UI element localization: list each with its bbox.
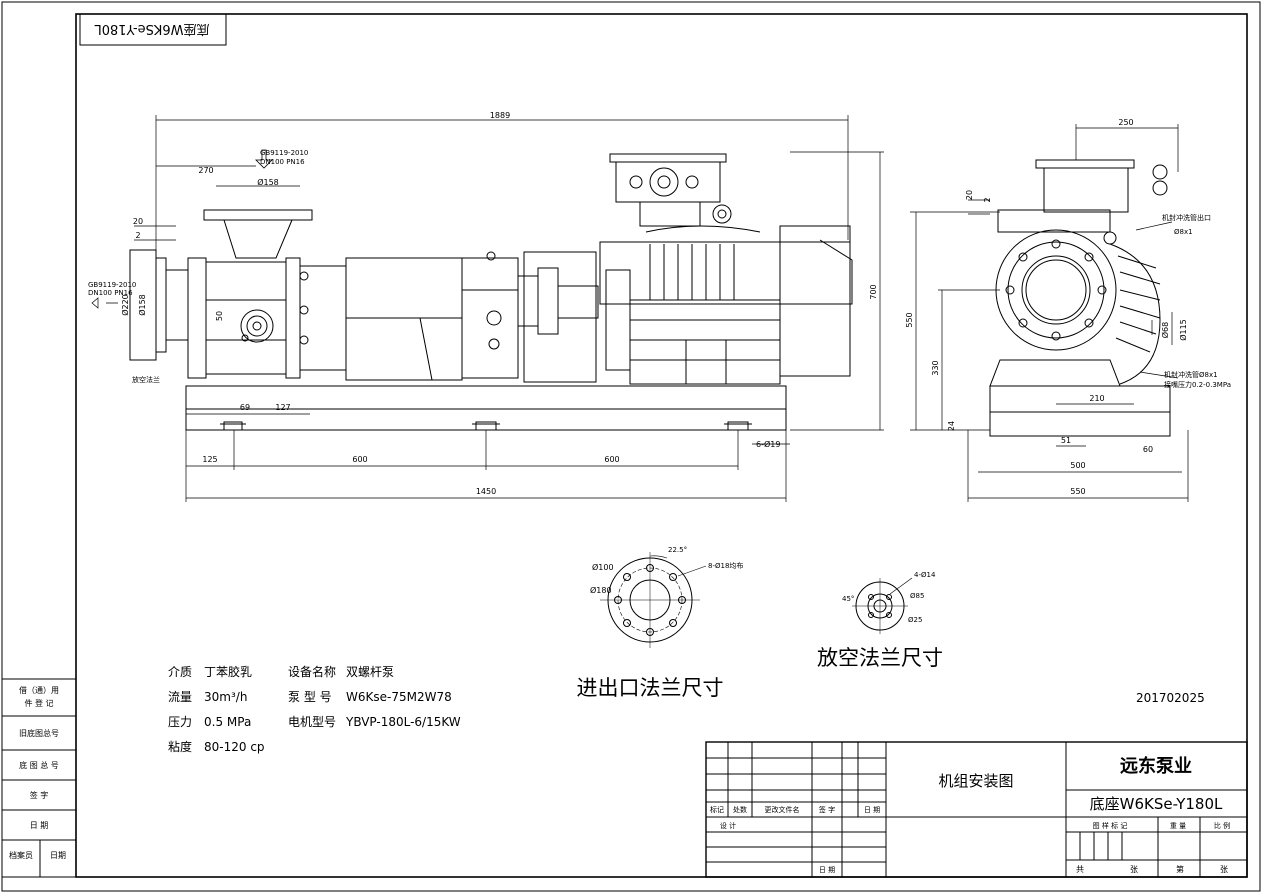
side-dim-500: 500: [1070, 461, 1085, 470]
strip-r3: 底 图 总 号: [19, 760, 59, 770]
side-dim-550: 550: [905, 312, 914, 327]
dim-220: Ø220: [120, 294, 130, 316]
dim-600-b: 600: [604, 455, 619, 464]
dim-600-a: 600: [352, 455, 367, 464]
dim-69: 69: [240, 403, 250, 412]
side-view: [910, 124, 1189, 502]
dim-158-side: Ø158: [137, 294, 147, 316]
vent-bolts: 4-Ø14: [914, 571, 936, 579]
strip-r4: 签 字: [30, 790, 49, 800]
sheet-unit2: 张: [1220, 865, 1228, 874]
vent-d85: Ø85: [910, 592, 924, 600]
spec-k2-1: 泵 型 号: [288, 690, 332, 704]
side-dim-115: Ø115: [1178, 319, 1188, 341]
side-dim-24: 24: [947, 421, 956, 431]
dim-total-length: 1889: [490, 111, 510, 120]
left-strip: [1, 678, 77, 878]
side-dim-550b: 550: [1070, 487, 1085, 496]
flange-d100: Ø100: [592, 562, 614, 572]
spec-v2-1: W6Kse-75M2W78: [346, 690, 452, 704]
dim-20: 20: [133, 217, 143, 226]
vent-angle: 45°: [842, 595, 854, 603]
drawing-name: 机组安装图: [938, 772, 1013, 790]
design-label: 设 计: [720, 821, 736, 830]
dim-50: 50: [215, 311, 224, 321]
flange-angle: 22.5°: [668, 546, 687, 554]
spec-v2-0: 双螺杆泵: [346, 665, 394, 679]
side-dim-330: 330: [931, 360, 940, 375]
sheet-num: 第: [1176, 864, 1184, 874]
note-mech-top-size: Ø8x1: [1174, 228, 1193, 236]
spec-k1-3: 粘度: [168, 739, 192, 754]
corner-stamp: 底座W6KSe-Y180L: [79, 13, 227, 46]
company-name: 远东泵业: [1120, 755, 1192, 777]
side-note-2: DN100 PN16: [88, 289, 133, 297]
note-mech-top: 机封冲洗管出口: [1162, 213, 1211, 222]
dim-700: 700: [869, 284, 878, 299]
spec-v1-2: 0.5 MPa: [204, 715, 251, 729]
vent-d25: Ø25: [908, 616, 922, 624]
dim-127: 127: [275, 403, 290, 412]
side-dim-250: 250: [1118, 118, 1133, 127]
date-code: 201702025: [1136, 691, 1205, 705]
dim-158-top: Ø158: [257, 177, 279, 187]
strip-r1b: 件 登 记: [24, 698, 53, 708]
vent-flange-detail: [852, 577, 913, 634]
spec-k1-2: 压力: [168, 715, 192, 729]
side-dim-68: Ø68: [1160, 322, 1170, 338]
corner-stamp-text: 底座W6KSe-Y180L: [94, 21, 210, 37]
rev-col-1: 处数: [733, 805, 747, 814]
inlet-note-1: GB9119-2010: [260, 149, 308, 157]
drawing-number: 底座W6KSe-Y180L: [1090, 795, 1223, 813]
sheet-total: 共: [1076, 865, 1084, 874]
note-mech-in: 机封冲洗管Ø8x1: [1164, 370, 1218, 379]
stage-col-1: 重 量: [1170, 822, 1186, 830]
spec-v1-1: 30m³/h: [204, 690, 247, 704]
strip-r6a: 档案员: [9, 850, 33, 860]
sheet-unit: 张: [1130, 865, 1138, 874]
spec-k1-0: 介质: [168, 665, 192, 679]
spec-table: 介质 丁苯胶乳 设备名称 双螺杆泵 流量 30m³/h 泵 型 号 W6Kse-…: [168, 664, 461, 754]
flange-bolts: 8-Ø18均布: [708, 561, 743, 570]
rev-col-3: 签 字: [819, 805, 835, 814]
side-dim-2: 2: [983, 197, 992, 202]
date-label: 日 期: [819, 866, 835, 874]
side-dim-20: 20: [965, 190, 974, 200]
dim-2: 2: [135, 231, 140, 240]
vent-flange-label: 放空法兰: [132, 375, 160, 384]
strip-r5: 日 期: [30, 821, 49, 830]
dim-1450: 1450: [476, 487, 496, 496]
side-dim-60: 60: [1143, 445, 1153, 454]
dim-270: 270: [198, 166, 213, 175]
inlet-note-2: DN100 PN16: [260, 158, 305, 166]
flange-d180: Ø180: [590, 585, 612, 595]
inlet-flange-detail: [600, 552, 707, 648]
spec-v1-0: 丁苯胶乳: [204, 664, 252, 679]
side-note-1: GB9119-2010: [88, 281, 136, 289]
vent-flange-caption: 放空法兰尺寸: [817, 646, 943, 670]
strip-r2: 旧底图总号: [19, 728, 59, 738]
side-dim-51: 51: [1061, 436, 1071, 445]
stage-col-0: 图 样 标 记: [1093, 821, 1128, 830]
stage-col-2: 比 例: [1214, 821, 1230, 830]
strip-r1a: 借（通）用: [19, 685, 59, 695]
strip-r6b: 日期: [50, 851, 66, 860]
spec-k2-2: 电机型号: [288, 715, 336, 729]
spec-v2-2: YBVP-180L-6/15KW: [345, 715, 461, 729]
spec-v1-3: 80-120 cp: [204, 740, 265, 754]
rev-col-2: 更改文件名: [765, 805, 800, 814]
rev-col-0: 标记: [710, 805, 724, 814]
dim-125: 125: [202, 455, 217, 464]
spec-k2-0: 设备名称: [288, 664, 336, 679]
dim-holes: 6-Ø19: [756, 439, 780, 449]
rev-col-4: 日 期: [864, 806, 880, 814]
note-pressure: 接嘴压力0.2-0.3MPa: [1164, 380, 1231, 389]
side-dim-210: 210: [1089, 394, 1104, 403]
front-view: [91, 115, 884, 502]
spec-k1-1: 流量: [168, 690, 192, 704]
inlet-flange-caption: 进出口法兰尺寸: [577, 676, 724, 700]
title-block: [705, 741, 1248, 878]
